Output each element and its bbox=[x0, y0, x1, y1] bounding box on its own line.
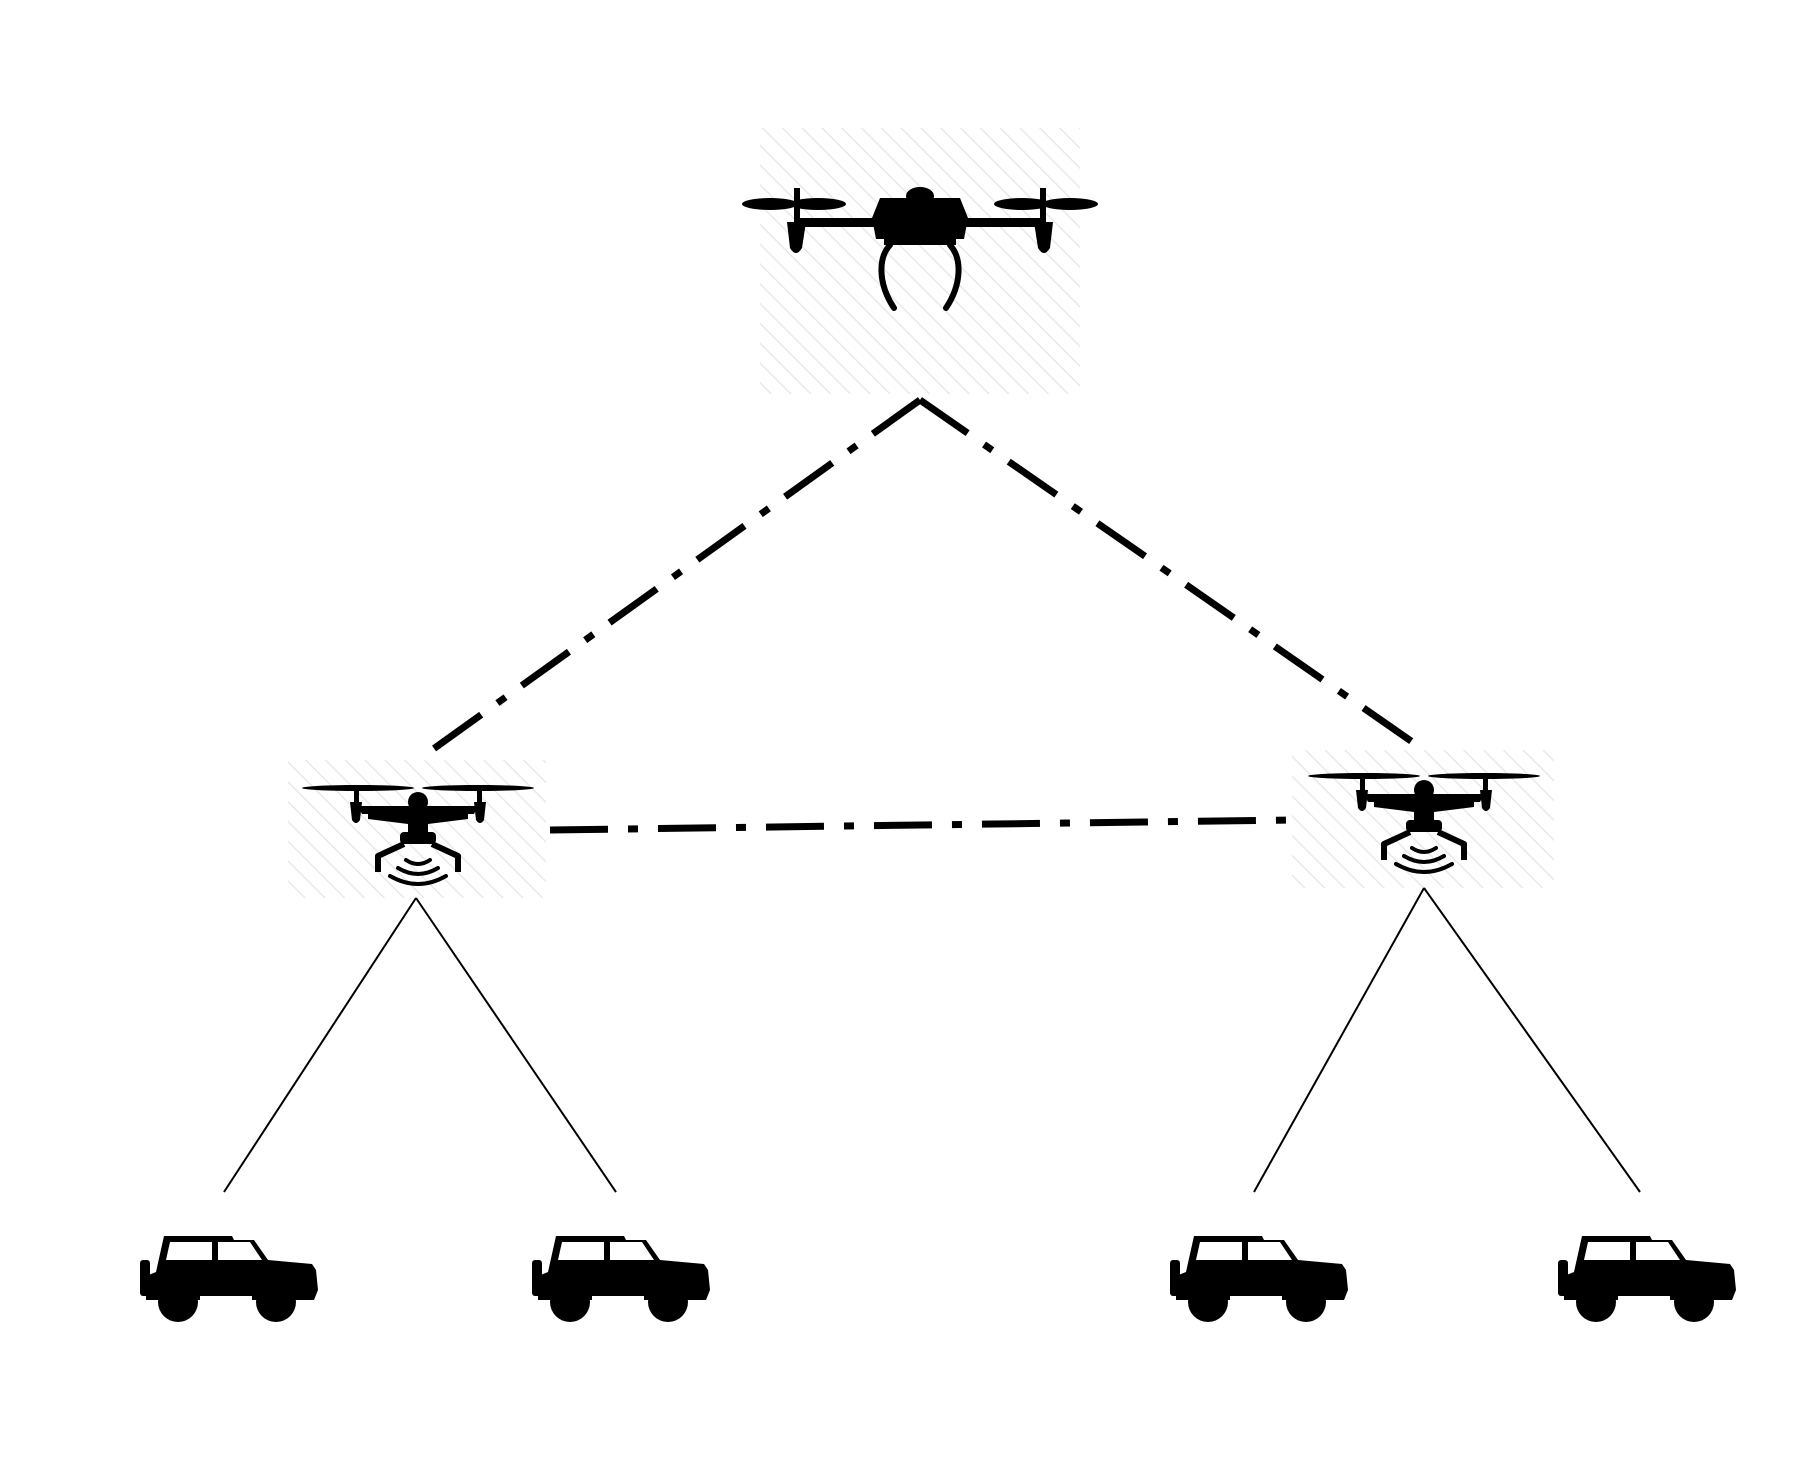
uav-links bbox=[415, 397, 1426, 834]
suv-icon bbox=[1558, 1236, 1736, 1322]
link-top-left bbox=[415, 397, 923, 763]
suv-icon bbox=[1170, 1236, 1348, 1322]
suv-icon bbox=[532, 1236, 710, 1322]
link-left-vehicle-1 bbox=[223, 897, 417, 1193]
link-right-vehicle-3 bbox=[1253, 887, 1425, 1193]
uav-top-backdrop bbox=[760, 128, 1080, 394]
link-right-vehicle-4 bbox=[1423, 887, 1641, 1193]
vehicle-links bbox=[223, 887, 1641, 1193]
suv-icon bbox=[140, 1236, 318, 1322]
link-top-right bbox=[918, 397, 1426, 753]
link-left-right bbox=[549, 816, 1293, 834]
link-left-vehicle-2 bbox=[415, 897, 617, 1193]
